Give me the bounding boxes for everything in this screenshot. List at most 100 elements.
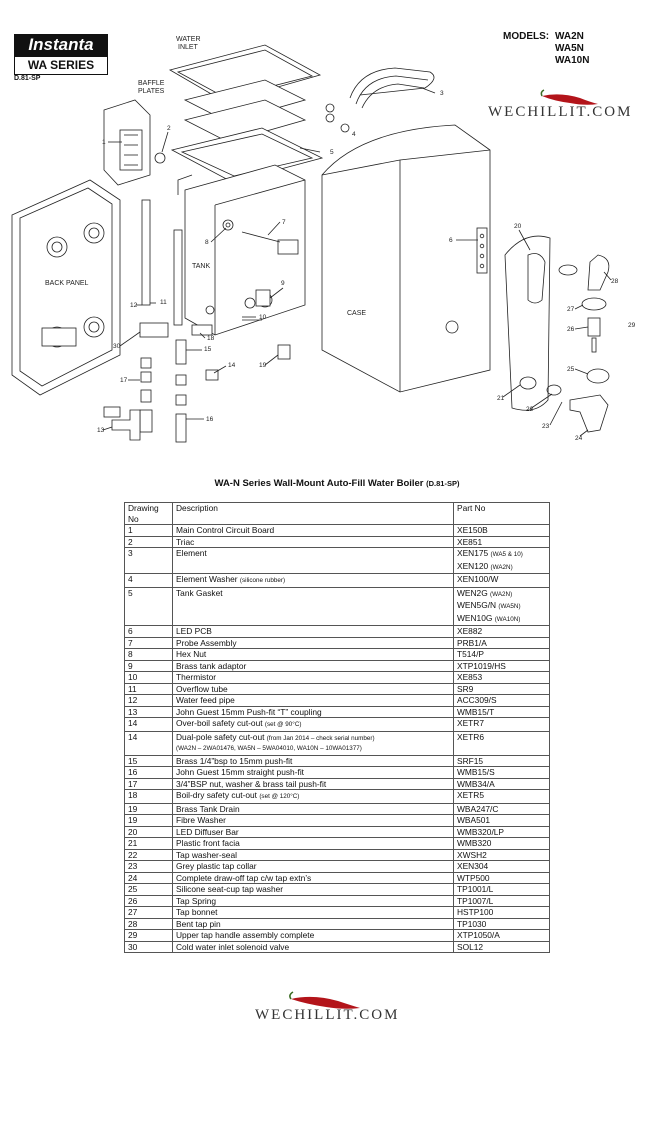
callout-16: 16 xyxy=(206,416,214,423)
callout-27: 27 xyxy=(567,306,575,313)
brand-name: Instanta xyxy=(14,34,108,56)
part-number-line: SOL12 xyxy=(457,942,546,953)
watermark-top: WECHILLIT.COM xyxy=(488,104,633,120)
cell-part-no: TP1007/L xyxy=(453,894,550,907)
header-description: Description xyxy=(172,502,454,525)
part-number: HSTP100 xyxy=(457,907,494,917)
callout-24: 24 xyxy=(575,435,583,442)
callout-5: 5 xyxy=(330,149,334,156)
cell-drawing-no: 12 xyxy=(124,694,173,707)
cell-description: Main Control Circuit Board xyxy=(172,524,454,537)
callout-9: 9 xyxy=(281,280,285,287)
part-number-note: (WA5N) xyxy=(498,603,521,610)
callout-4: 4 xyxy=(352,131,356,138)
cell-drawing-no: 30 xyxy=(124,940,173,953)
description-text: Element xyxy=(176,548,207,558)
part-number-line: WBA501 xyxy=(457,815,546,826)
table-title-text: WA-N Series Wall-Mount Auto-Fill Water B… xyxy=(214,478,424,489)
label-water-inlet-2: INLET xyxy=(178,44,199,51)
table-title: WA-N Series Wall-Mount Auto-Fill Water B… xyxy=(124,478,550,489)
tank-drawing xyxy=(184,164,306,336)
part-number-line: XETR6 xyxy=(457,732,546,743)
label-water-inlet-1: WATER xyxy=(176,36,201,43)
cell-part-no: XETR7 xyxy=(453,717,550,732)
part-number: TP1030 xyxy=(457,918,487,929)
description-text: Triac xyxy=(176,536,195,547)
part-number: XE882 xyxy=(457,626,483,636)
cell-description: Silicone seat-cup tap washer xyxy=(172,883,454,896)
cell-part-no: PRB1/A xyxy=(453,636,550,649)
part-number-line: XWSH2 xyxy=(457,850,546,861)
description-text: Over-boil safety cut-out xyxy=(176,718,263,728)
model-wa10n: WA10N xyxy=(555,55,590,66)
description-text: Complete draw-off tap c/w tap extn’s xyxy=(176,872,312,883)
cell-description: LED PCB xyxy=(172,625,454,638)
cell-part-no: XETR5 xyxy=(453,789,550,804)
callout-28: 28 xyxy=(611,278,619,285)
part-number: XE853 xyxy=(457,672,483,682)
part-number-line: WBA247/C xyxy=(457,804,546,815)
cell-drawing-no: 4 xyxy=(124,573,173,588)
cell-description: Water feed pipe xyxy=(172,694,454,707)
cell-description: Element Washer (silicone rubber) xyxy=(172,573,454,588)
description-text: Brass Tank Drain xyxy=(176,803,240,814)
cell-part-no: WMB320/LP xyxy=(453,825,550,838)
description-text: Fibre Washer xyxy=(176,815,226,825)
part-number: PRB1/A xyxy=(457,637,487,648)
cell-drawing-no: 1 xyxy=(124,524,173,537)
exploded-parts-diagram: WATER INLET BAFFLE PLATES BACK PANEL TAN… xyxy=(11,36,636,443)
model-wa5n: WA5N xyxy=(555,43,584,54)
tap-drawing xyxy=(569,254,610,433)
cell-description: John Guest 15mm straight push-fit xyxy=(172,766,454,779)
part-number: XETR5 xyxy=(457,790,484,800)
cell-part-no: XETR6 xyxy=(453,730,550,756)
cell-description: Tap Spring xyxy=(172,894,454,907)
cell-part-no: XTP1050/A xyxy=(453,929,550,942)
callout-21: 21 xyxy=(497,395,505,402)
cell-drawing-no: 7 xyxy=(124,636,173,649)
part-number: WMB34/A xyxy=(457,778,495,789)
cell-drawing-no: 19 xyxy=(124,814,173,827)
cell-part-no: TP1030 xyxy=(453,917,550,930)
description-note: (silicone rubber) xyxy=(239,577,286,584)
part-number: XTP1019/HS xyxy=(457,660,506,671)
cell-part-no: WMB15/S xyxy=(453,766,550,779)
series-badge: WA SERIES xyxy=(14,56,108,75)
part-number-line: XTP1050/A xyxy=(457,930,546,941)
cell-description: Triac xyxy=(172,535,454,548)
cell-description: Brass 1/4”bsp to 15mm push-fit xyxy=(172,754,454,767)
description-text: Tap Spring xyxy=(176,895,217,906)
cell-description: Tap washer-seal xyxy=(172,848,454,861)
part-number: SRF15 xyxy=(457,755,484,766)
chilli-pepper-icon xyxy=(540,89,598,105)
cell-drawing-no: 20 xyxy=(124,825,173,838)
part-number-line: XE882 xyxy=(457,626,546,637)
callout-25: 25 xyxy=(567,366,575,373)
cell-part-no: WMB320 xyxy=(453,837,550,850)
description-text: Tank Gasket xyxy=(176,587,223,598)
cell-drawing-no: 2 xyxy=(124,535,173,548)
cell-description: Upper tap handle assembly complete xyxy=(172,929,454,942)
cell-drawing-no: 6 xyxy=(124,625,173,638)
cell-description: Tap bonnet xyxy=(172,906,454,919)
part-number-line: XETR5 xyxy=(457,790,546,801)
part-number-line: XE150B xyxy=(457,525,546,536)
description-note: (set @ 120°C) xyxy=(259,793,300,800)
cell-description: Boil-dry safety cut-out (set @ 120°C) xyxy=(172,789,454,804)
part-number: WEN10G xyxy=(457,612,493,623)
header-drawing-no: Drawing No xyxy=(124,502,173,525)
part-number: WMB320 xyxy=(457,838,492,848)
part-number: WMB320/LP xyxy=(457,826,505,837)
